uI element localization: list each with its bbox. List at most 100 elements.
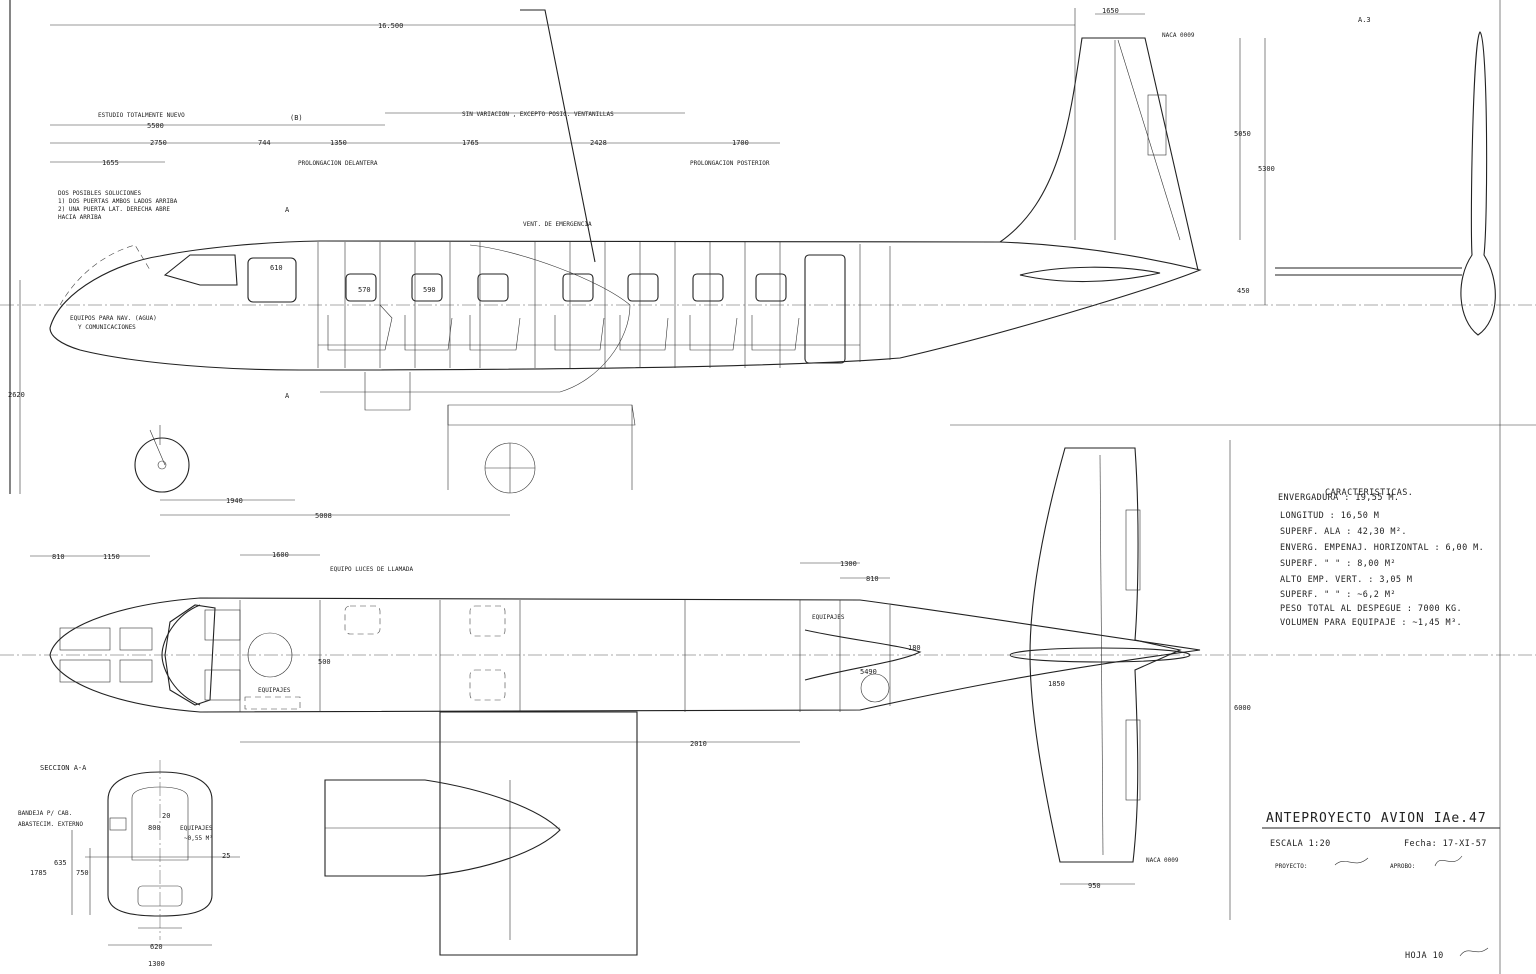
plan-view: [30, 440, 1231, 956]
front-view: [1275, 31, 1496, 336]
spec-line-length: LONGITUD : 16,50 M: [1280, 511, 1379, 521]
dim-744: 744: [258, 139, 271, 147]
plan-engine-spinner: [324, 779, 561, 877]
rear-door: [804, 254, 846, 364]
dim-section-800: 800: [148, 824, 161, 832]
section-a-marker-bottom: A: [285, 392, 290, 400]
dim-1700: 1700: [732, 139, 749, 147]
dim-ground-height: 2620: [8, 391, 25, 399]
drawing-scale: ESCALA 1:20: [1270, 839, 1331, 849]
cabin-window: [345, 273, 377, 302]
dim-plan-2010: 2010: [690, 740, 707, 748]
spec-line-htail-span: ENVERG. EMPENAJ. HORIZONTAL : 6,00 M.: [1280, 543, 1484, 553]
drawing-date: Fecha: 17-XI-57: [1404, 839, 1487, 849]
plan-fuselage: [49, 597, 1201, 713]
plan-tail-boom: [1009, 647, 1191, 663]
approval-signature: [1434, 855, 1463, 867]
plan-cockpit-glazing: [161, 604, 201, 706]
note-baggage-2: EQUIPAJES: [812, 614, 845, 621]
dim-section-635: 635: [54, 859, 67, 867]
project-signature: [1334, 857, 1369, 866]
dim-section-750: 750: [76, 869, 89, 877]
dim-plan-810b: 810: [866, 575, 879, 583]
dim-overall-length: 16.500: [378, 22, 403, 30]
dim-plan-5490: 5490: [860, 668, 877, 676]
note-section-l1: BANDEJA P/ CAB.: [18, 810, 72, 817]
note-nav-2: Y COMUNICACIONES: [78, 324, 136, 331]
section-aa-outline: [107, 771, 213, 917]
drawing-approved-label: APROBO:: [1390, 863, 1415, 870]
note-call-lights: EQUIPO LUCES DE LLAMADA: [330, 566, 413, 573]
sheet-number: HOJA 10: [1405, 951, 1444, 961]
section-aa-view: [71, 760, 240, 946]
spec-line-takeoff-weight: PESO TOTAL AL DESPEGUE : 7000 KG.: [1280, 604, 1462, 614]
dim-2428: 2428: [590, 139, 607, 147]
note-doors-1: DOS POSIBLES SOLUCIONES: [58, 190, 141, 197]
dim-plan-950: 950: [1088, 882, 1101, 890]
dim-cabin-610: 610: [270, 264, 283, 272]
dim-gear-1940: 1940: [226, 497, 243, 505]
note-nav-1: EQUIPOS PARA NAV. (AGUA): [70, 315, 157, 322]
note-front-extension: PROLONGACION DELANTERA: [298, 160, 378, 167]
cabin-window: [692, 273, 724, 302]
fuselage-frames: [317, 242, 891, 368]
dim-front-section: 5500: [147, 122, 164, 130]
dim-section-1300: 1300: [148, 960, 165, 968]
cabin-window: [411, 273, 443, 302]
side-horizontal-tail: [1019, 266, 1161, 283]
note-study: ESTUDIO TOTALMENTE NUEVO: [98, 112, 185, 119]
dim-plan-810: 810: [52, 553, 65, 561]
cabin-window: [755, 273, 787, 302]
cabin-window: [627, 273, 659, 302]
section-aa-title: SECCION A-A: [40, 764, 87, 772]
dim-height-total: 5300: [1258, 165, 1275, 173]
dim-section-620: 620: [150, 943, 163, 951]
note-emergency-exit: VENT. DE EMERGENCIA: [523, 221, 592, 228]
note-baggage: EQUIPAJES: [258, 687, 291, 694]
spec-line-wingspan: ENVERGADURA : 19,55 M.: [1278, 493, 1399, 503]
dim-plan-1600: 1600: [272, 551, 289, 559]
note-tail-airfoil: NACA 0009: [1146, 857, 1179, 864]
vertical-fin: [999, 37, 1199, 271]
dim-450: 450: [1237, 287, 1250, 295]
drawing-project-label: PROYECTO:: [1275, 863, 1308, 870]
front-fuselage-fin: [1460, 31, 1496, 336]
spec-line-baggage-volume: VOLUMEN PARA EQUIPAJE : ~1,45 M³.: [1280, 618, 1462, 628]
cabin-window: [562, 273, 594, 302]
spec-line-wing-area: SUPERF. ALA : 42,30 M².: [1280, 527, 1407, 537]
dim-plan-span: 6000: [1234, 704, 1251, 712]
spec-line-vtail-area: SUPERF. " " : ~6,2 M²: [1280, 590, 1396, 600]
drawing-title: ANTEPROYECTO AVION IAe.47: [1266, 811, 1487, 826]
dim-2750: 2750: [150, 139, 167, 147]
dim-1350: 1350: [330, 139, 347, 147]
sheet-signature: [1459, 947, 1489, 957]
dim-section-20: 20: [162, 812, 170, 820]
cabin-window: [247, 257, 297, 303]
dim-plan-1850: 1850: [1048, 680, 1065, 688]
dim-section-25: 25: [222, 852, 230, 860]
note-rear-extension: PROLONGACION POSTERIOR: [690, 160, 770, 167]
plan-horizontal-tail: [1029, 447, 1182, 863]
dim-plan-180: 180: [908, 644, 921, 652]
note-section-baggage: EQUIPAJES: [180, 825, 213, 832]
note-no-variation: SIN VARIACION , EXCEPTO POSIC. VENTANILL…: [462, 111, 614, 118]
note-doors-4: HACIA ARRIBA: [58, 214, 102, 221]
corner-mark: A.3: [1358, 16, 1371, 24]
dim-plan-500: 500: [318, 658, 331, 666]
dim-cabin-570: 570: [358, 286, 371, 294]
note-section-volume: ~0,55 M³: [184, 835, 213, 842]
dim-1765: 1765: [462, 139, 479, 147]
marker-b: (B): [290, 114, 303, 122]
nose-wheel: [134, 437, 190, 493]
dim-fin-height: 5050: [1234, 130, 1251, 138]
plan-dimension-lines: [30, 440, 1231, 920]
note-doors-3: 2) UNA PUERTA LAT. DERECHA ABRE: [58, 206, 170, 213]
cabin-window: [477, 273, 509, 302]
cockpit-window: [163, 254, 238, 286]
dimension-lines: [19, 8, 1266, 516]
characteristics-heading: CARACTERISTICAS.: [1325, 488, 1413, 498]
spec-line-htail-area: SUPERF. " " : 8,00 M²: [1280, 559, 1396, 569]
side-fuselage: [49, 240, 1202, 371]
note-section-l2: ABASTECIM. EXTERNO: [18, 821, 83, 828]
dim-section-1785: 1785: [30, 869, 47, 877]
